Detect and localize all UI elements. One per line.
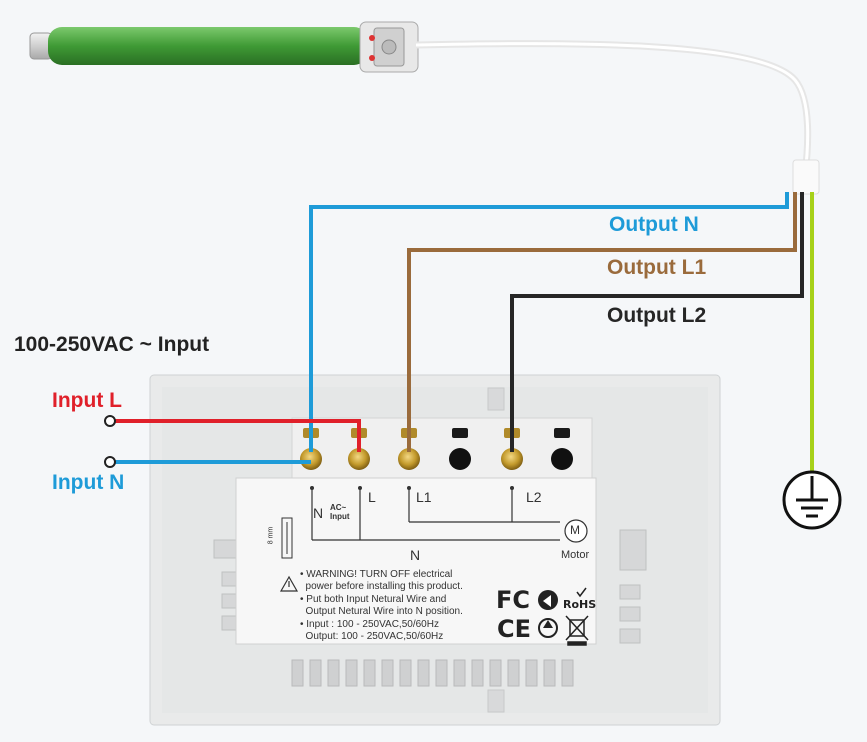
- vent-slot: [507, 659, 520, 687]
- strip-length-label: 8 mm: [267, 526, 275, 545]
- vent-slot: [345, 659, 358, 687]
- rohs-check-icon: [576, 587, 587, 598]
- vent-slot: [471, 659, 484, 687]
- vent-slot: [399, 659, 412, 687]
- motor-label: Motor: [561, 549, 590, 561]
- motor-icon: [564, 519, 588, 543]
- warning-line-2: power before installing this product.: [300, 581, 463, 592]
- vent-slot: [309, 659, 322, 687]
- tubular-motor: [29, 21, 419, 73]
- vent-slot: [489, 659, 502, 687]
- warning-icon: [279, 575, 299, 592]
- motor-cable: [415, 40, 812, 176]
- vent-slot: [417, 659, 430, 687]
- vent-slot: [543, 659, 556, 687]
- vent-slot: [381, 659, 394, 687]
- label-input-l: Input L: [52, 389, 122, 412]
- label-output-l2: Output L2: [607, 304, 707, 327]
- label-panel: [235, 477, 597, 645]
- label-output-l1: Output L1: [607, 256, 707, 279]
- switch-label-n: N: [313, 505, 324, 521]
- vent-slot: [327, 659, 340, 687]
- vent-slot: [291, 659, 304, 687]
- terminal-n: [300, 448, 322, 470]
- terminal-l2: [501, 448, 523, 470]
- vent-slot: [435, 659, 448, 687]
- motor-symbol: M: [570, 523, 580, 537]
- terminal-empty-1: [449, 448, 471, 470]
- terminal-empty-2: [551, 448, 573, 470]
- vent-slot: [525, 659, 538, 687]
- warning-line-1: • WARNING! TURN OFF electrical: [300, 569, 453, 580]
- switch-label-l: L: [368, 489, 376, 505]
- switch-label-l1: L1: [416, 489, 432, 505]
- weee-bin-icon: [565, 615, 589, 646]
- output-l1-wire: [407, 192, 797, 452]
- output-n-wire: [309, 192, 789, 452]
- warning-line-3: • Put both Input Netural Wire and: [300, 594, 447, 605]
- switch-label-l2: L2: [526, 489, 542, 505]
- ce-mark: CE: [497, 615, 532, 643]
- terminal-l1: [398, 448, 420, 470]
- strip-length-icon: [281, 517, 293, 559]
- input-l-terminal: [104, 415, 116, 427]
- vent-slot: [363, 659, 376, 687]
- wiring-schematic: [311, 488, 577, 541]
- input-title: 100-250VAC ~ Input: [14, 333, 210, 356]
- switch-label-n-bottom: N: [410, 547, 421, 563]
- fc-cert-arrow-icon: [538, 590, 558, 610]
- ground-icon: [782, 470, 842, 530]
- terminal-row: [300, 428, 573, 470]
- vent-slot: [453, 659, 466, 687]
- recycle-icon: [538, 618, 558, 638]
- terminal-l: [348, 448, 370, 470]
- warning-line-4: Output Netural Wire into N position.: [300, 606, 463, 617]
- warning-line-6: Output: 100 - 250VAC,50/60Hz: [300, 631, 444, 642]
- label-input-n: Input N: [52, 471, 125, 494]
- output-l2-wire: [510, 192, 804, 452]
- label-output-n: Output N: [609, 213, 699, 236]
- switch-label-ac-input: AC~ Input: [330, 503, 350, 521]
- switch-plate: [149, 374, 721, 726]
- input-n-terminal: [104, 456, 116, 468]
- motor-tube: [48, 27, 368, 65]
- vent-slot: [561, 659, 574, 687]
- warning-line-5: • Input : 100 - 250VAC,50/60Hz: [300, 619, 439, 630]
- input-l-wire: [110, 419, 361, 452]
- rohs-mark: RoHS: [563, 598, 597, 611]
- fc-mark: FC: [496, 586, 531, 614]
